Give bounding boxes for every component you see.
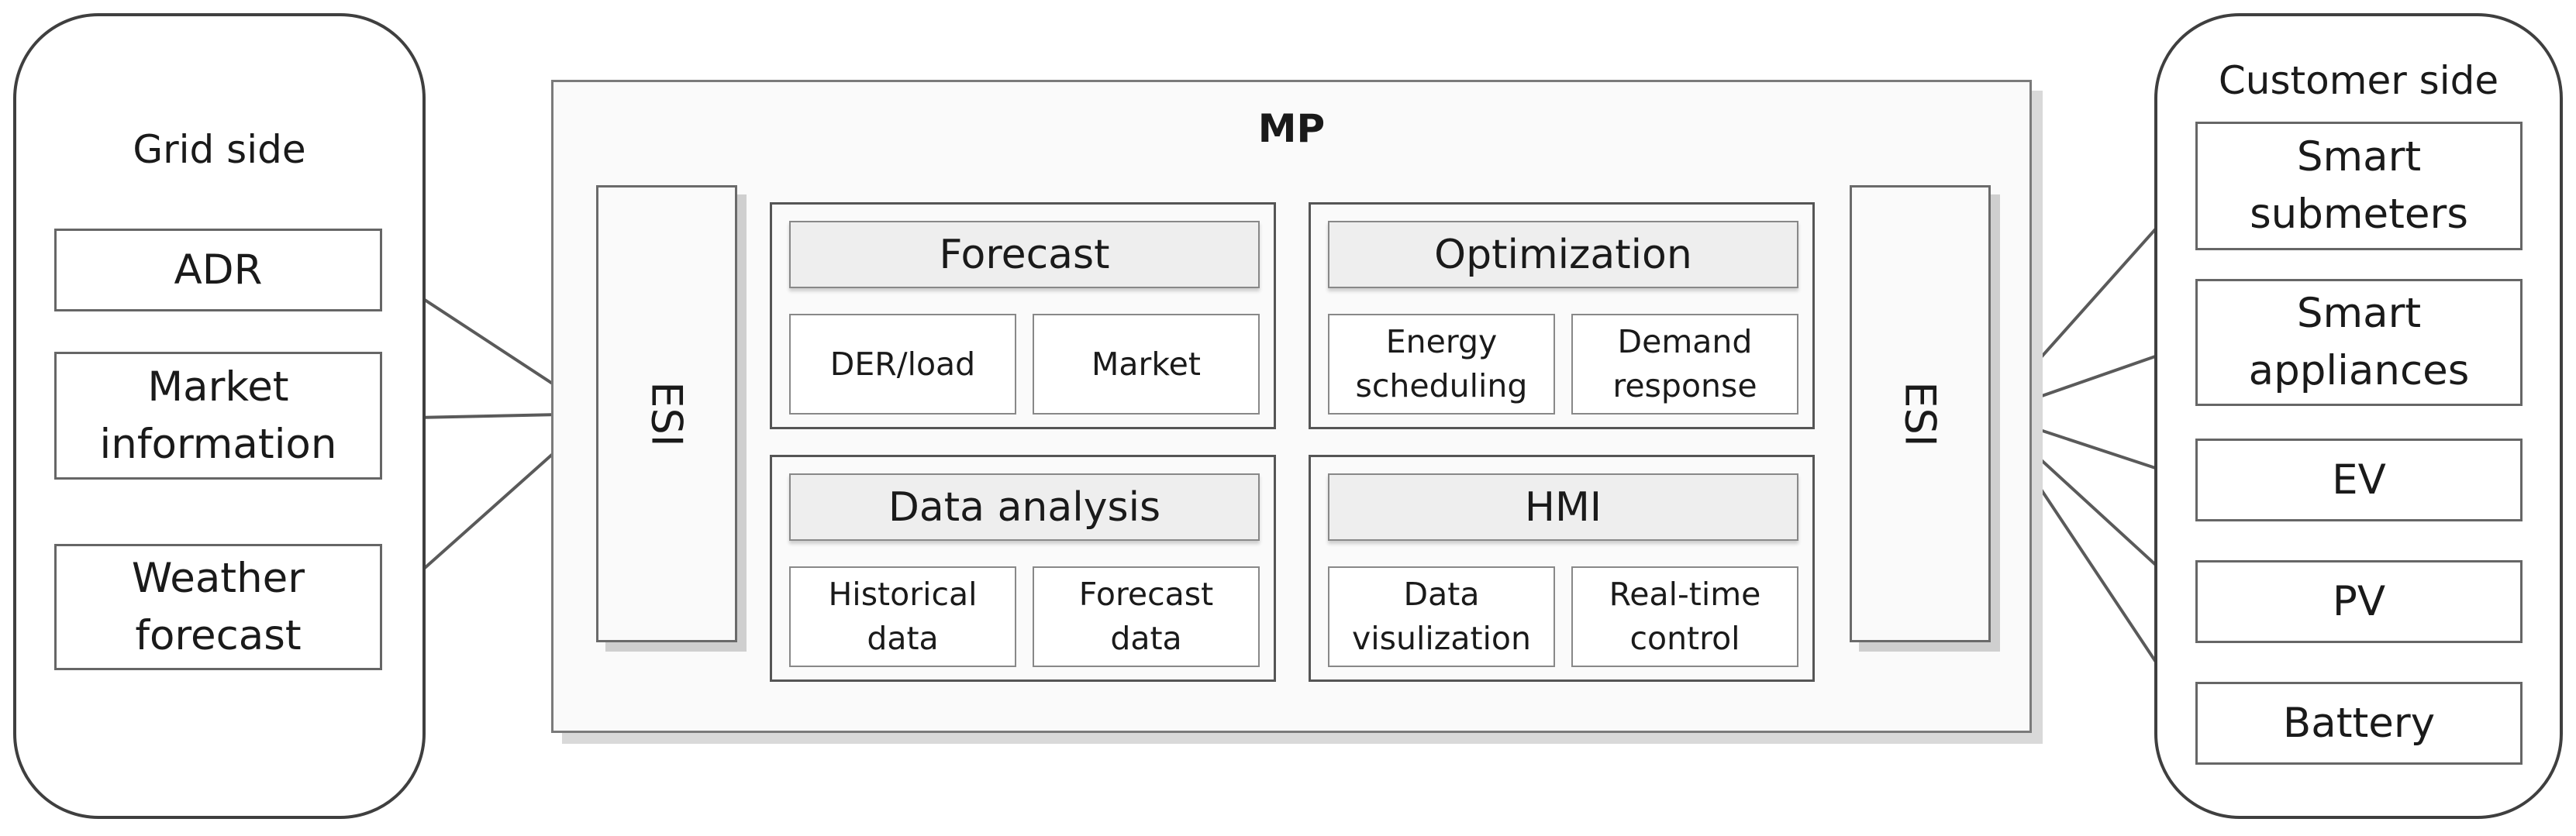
module-hmi-sub-data-visulization: Data visulization xyxy=(1328,566,1555,667)
module-hmi-sub-real-time-control: Real-time control xyxy=(1571,566,1798,667)
grid-side-title: Grid side xyxy=(133,127,306,172)
item-line: appliances xyxy=(2248,347,2470,394)
item-line: information xyxy=(99,420,337,468)
grid-item-adr: ADR xyxy=(54,229,382,311)
module-data-analysis: Data analysis Historical data Forecast d… xyxy=(770,455,1276,682)
esi-left-label: ESI xyxy=(642,380,691,447)
module-forecast: Forecast DER/load Market xyxy=(770,202,1276,429)
item-line: Smart xyxy=(2296,133,2422,181)
item-line: Weather xyxy=(131,554,305,602)
module-data-analysis-title: Data analysis xyxy=(789,473,1260,541)
module-hmi-title: HMI xyxy=(1328,473,1798,541)
customer-item-smart-submeters: Smart submeters xyxy=(2195,122,2523,250)
customer-item-pv: PV xyxy=(2195,560,2523,643)
module-forecast-sub-der-load: DER/load xyxy=(789,314,1016,415)
module-data-analysis-sub-forecast-data: Forecast data xyxy=(1033,566,1260,667)
module-data-analysis-sub-historical-data: Historical data xyxy=(789,566,1016,667)
sub-line: DER/load xyxy=(829,345,976,383)
sub-line: Real-time xyxy=(1609,576,1761,613)
sub-line: data xyxy=(1110,620,1182,657)
sub-line: scheduling xyxy=(1355,367,1528,404)
item-line: EV xyxy=(2332,456,2386,504)
sub-line: Forecast xyxy=(1078,576,1214,613)
item-line: Smart xyxy=(2296,290,2422,337)
item-line: forecast xyxy=(135,611,302,659)
item-line: Market xyxy=(147,363,289,411)
sub-line: control xyxy=(1629,620,1740,657)
module-hmi: HMI Data visulization Real-time control xyxy=(1309,455,1815,682)
esi-left: ESI xyxy=(596,185,737,642)
item-line: submeters xyxy=(2250,191,2468,238)
sub-line: visulization xyxy=(1352,620,1531,657)
module-forecast-title: Forecast xyxy=(789,221,1260,288)
sub-line: data xyxy=(867,620,939,657)
customer-item-ev: EV xyxy=(2195,439,2523,521)
esi-right-label: ESI xyxy=(1895,380,1945,447)
grid-item-weather-forecast: Weather forecast xyxy=(54,544,382,670)
sub-line: Historical xyxy=(828,576,978,613)
sub-line: Market xyxy=(1091,345,1201,383)
module-forecast-sub-market: Market xyxy=(1033,314,1260,415)
sub-line: Energy xyxy=(1385,323,1498,360)
grid-item-market-information: Market information xyxy=(54,352,382,480)
customer-side-title: Customer side xyxy=(2218,58,2499,103)
customer-item-smart-appliances: Smart appliances xyxy=(2195,279,2523,406)
customer-item-battery: Battery xyxy=(2195,682,2523,765)
item-line: Battery xyxy=(2282,699,2436,747)
module-optimization-sub-demand-response: Demand response xyxy=(1571,314,1798,415)
module-optimization-sub-energy-scheduling: Energy scheduling xyxy=(1328,314,1555,415)
module-optimization: Optimization Energy scheduling Demand re… xyxy=(1309,202,1815,429)
item-line: PV xyxy=(2332,577,2386,625)
sub-line: Demand xyxy=(1617,323,1753,360)
mp-title: MP xyxy=(1257,106,1326,151)
item-line: ADR xyxy=(174,246,263,294)
esi-right: ESI xyxy=(1850,185,1991,642)
sub-line: response xyxy=(1612,367,1757,404)
sub-line: Data xyxy=(1403,576,1480,613)
module-optimization-title: Optimization xyxy=(1328,221,1798,288)
